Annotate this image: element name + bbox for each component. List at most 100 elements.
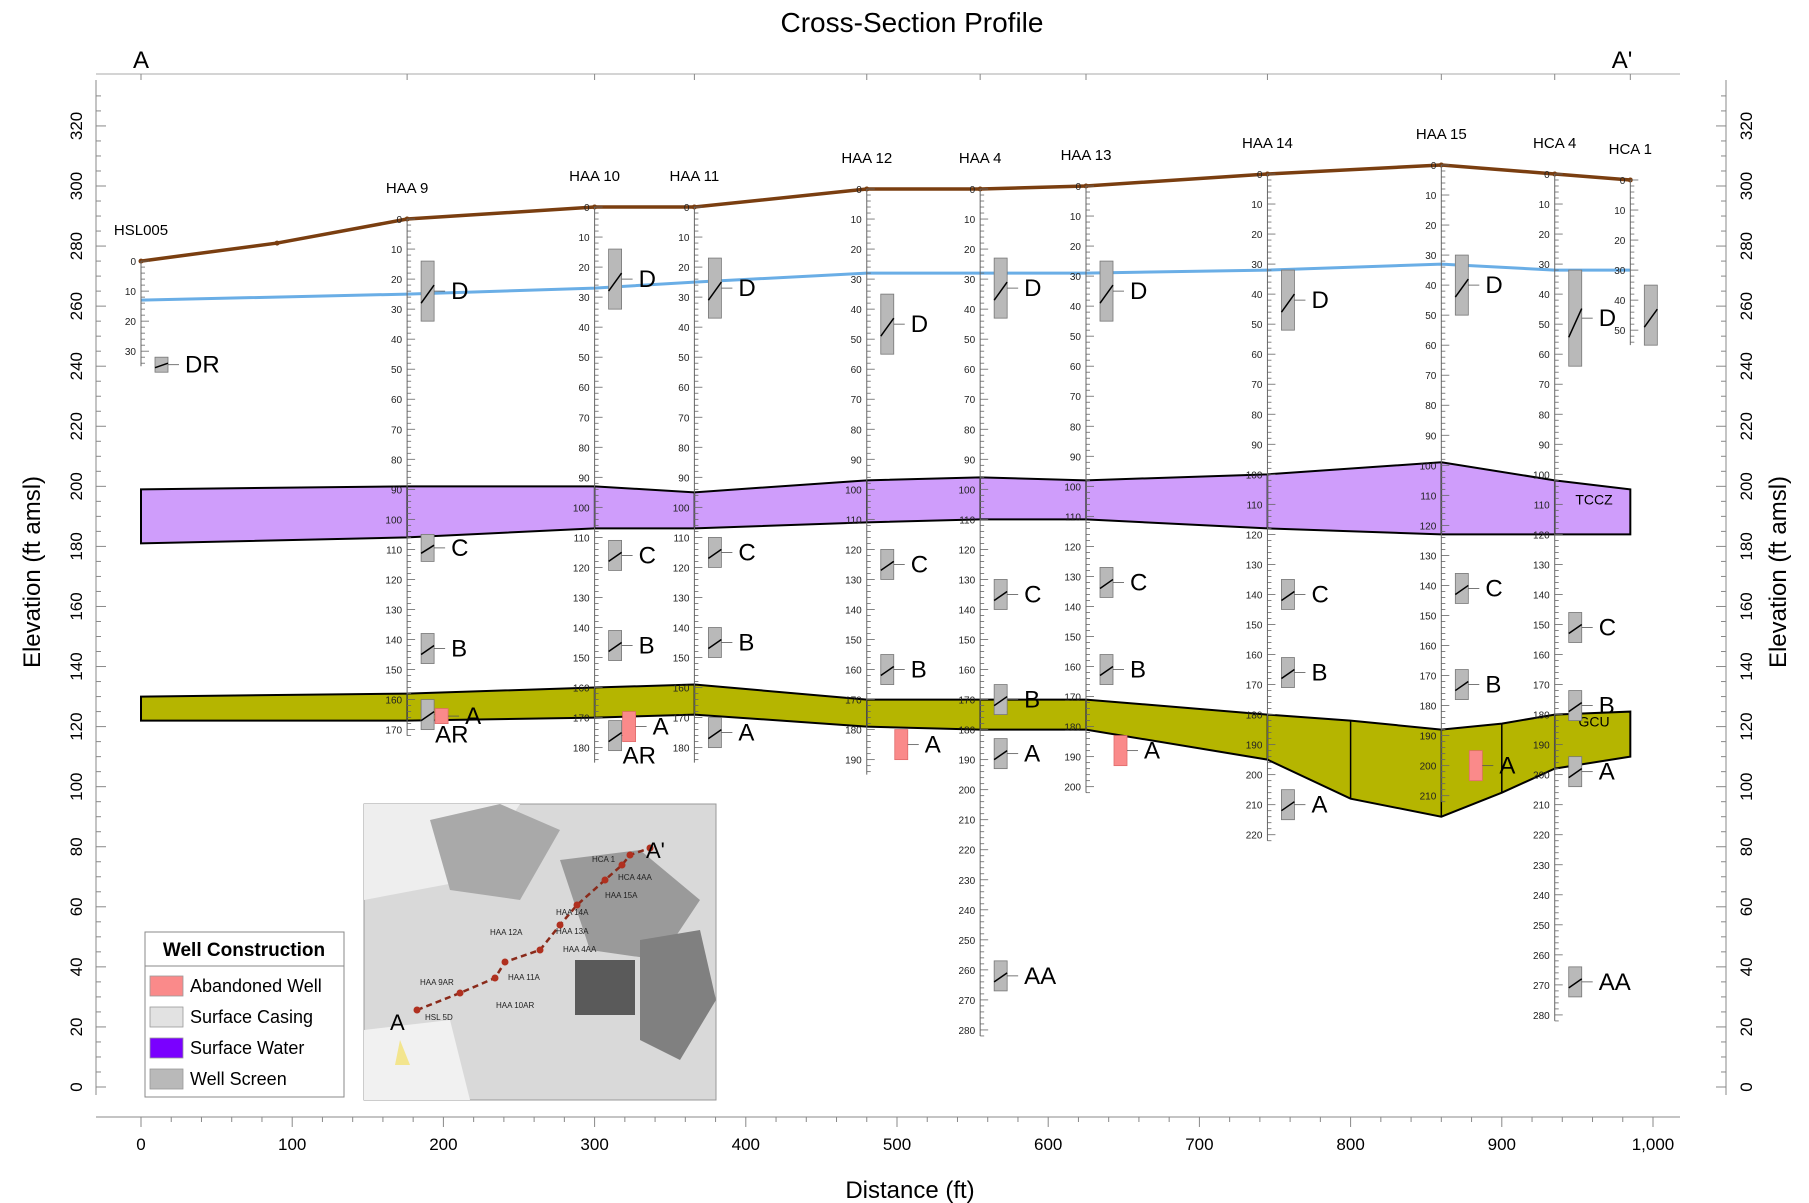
well-screen-water-mark [420,284,435,304]
legend-swatch [149,1068,184,1090]
well-depth-label: 160 [1420,642,1437,653]
well-depth-label: 60 [1251,350,1263,361]
well-name-label: HSL005 [114,222,168,239]
well-depth-label: 0 [397,215,403,226]
well-name-label: HAA 14 [1242,135,1293,152]
well-depth-label: 180 [1420,702,1437,713]
well-depth-label: 20 [1614,236,1626,247]
well-depth-label: 130 [1246,560,1263,571]
well-screen-water-mark [420,544,435,554]
well-screen [1281,579,1295,610]
well-depth-label: 280 [1533,1011,1550,1022]
y-tick-label-right: 40 [1737,957,1756,976]
abandoned-well-screen [622,711,636,743]
well-haa-13: 0102030405060708090100110120130140150160… [1061,147,1160,794]
well-depth-label: 90 [1251,440,1263,451]
screen-code-label: D [451,278,468,305]
well-screen-water-mark [993,750,1008,761]
well-screen [608,720,622,752]
well-depth-label: 80 [1539,410,1551,421]
y-tick-label-right: 120 [1737,712,1756,740]
well-screen [1454,254,1469,316]
well-screen [1568,756,1583,788]
well-depth-label: 40 [1425,281,1437,292]
well-depth-label: 90 [678,473,690,484]
well-depth-label: 120 [845,545,862,556]
well-screen [707,536,722,568]
well-depth-label: 190 [1246,741,1263,752]
well-depth-label: 130 [385,605,402,616]
y-tick-label-left: 220 [67,412,86,440]
well-depth-label: 150 [958,636,975,647]
well-depth-label: 100 [1246,470,1263,481]
inset-well-label: HAA 13A [556,927,589,936]
well-depth-label: 240 [958,906,975,917]
well-depth-label: 140 [573,623,590,634]
well-screen [1568,690,1583,721]
legend-item-label: Surface Casing [190,1007,313,1027]
well-depth-label: 30 [578,293,590,304]
well-depth-label: 200 [1246,771,1263,782]
well-depth-label: 60 [578,383,590,394]
well-depth-label: 140 [673,623,690,634]
well-screen [1099,567,1114,598]
well-depth-label: 140 [845,605,862,616]
well-depth-label: 80 [1070,422,1082,433]
y-tick-label-left: 80 [67,837,86,856]
well-depth-label: 170 [1420,672,1437,683]
well-depth-label: 120 [958,545,975,556]
well-screen-water-mark [420,644,435,656]
well-depth-label: 40 [1539,290,1551,301]
well-haa-14: 0102030405060708090100110120130140150160… [1242,135,1329,842]
screen-code-label: B [738,630,754,657]
well-depth-label: 10 [1614,206,1626,217]
y-tick-label-left: 0 [67,1082,86,1091]
well-depth-label: 100 [573,503,590,514]
inset-end-label: A' [646,838,665,863]
well-depth-label: 260 [958,966,975,977]
well-depth-label: 80 [1251,410,1263,421]
tccz-layer [140,461,1632,545]
inset-well-point [536,946,544,954]
well-depth-label: 140 [1064,602,1081,613]
well-screen-water-mark [608,731,623,743]
well-name-label: HAA 12 [841,150,892,167]
well-screen [880,654,895,685]
well-depth-label: 60 [1539,350,1551,361]
screen-code-label: DR [185,352,220,379]
well-depth-label: 0 [684,203,690,214]
screen-code-label: A [1599,759,1615,786]
map-buildings [430,804,560,900]
well-screen [1099,654,1114,685]
well-depth-label: 50 [1425,311,1437,322]
well-depth-label: 70 [391,425,403,436]
screen-code-label: D [1599,305,1616,332]
screen-code-label: C [738,539,755,566]
well-screen-water-mark [880,317,895,337]
well-screen-water-mark [993,972,1008,983]
well-depth-label: 60 [851,365,863,376]
abandoned-well-screen [434,708,449,724]
well-depth-label: 40 [964,305,976,316]
well-depth-label: 200 [1533,771,1550,782]
well-depth-label: 150 [1246,620,1263,631]
well-depth-label: 160 [958,666,975,677]
y-tick-label-left: 240 [67,352,86,380]
well-depth-label: 110 [673,533,689,544]
well-depth-label: 20 [578,263,590,274]
well-depth-label: 80 [851,425,863,436]
well-depth-label: 30 [1251,260,1263,271]
well-haa-10: 0102030405060708090100110120130140150160… [569,168,668,770]
well-screen-water-mark [154,362,169,369]
well-depth-label: 210 [1533,801,1550,812]
well-depth-label: 60 [1070,362,1082,373]
gcu-layer [140,683,1632,818]
screen-code-label: C [1130,569,1147,596]
well-depth-label: 90 [964,455,976,466]
inset-well-label: HAA 14A [556,908,589,917]
